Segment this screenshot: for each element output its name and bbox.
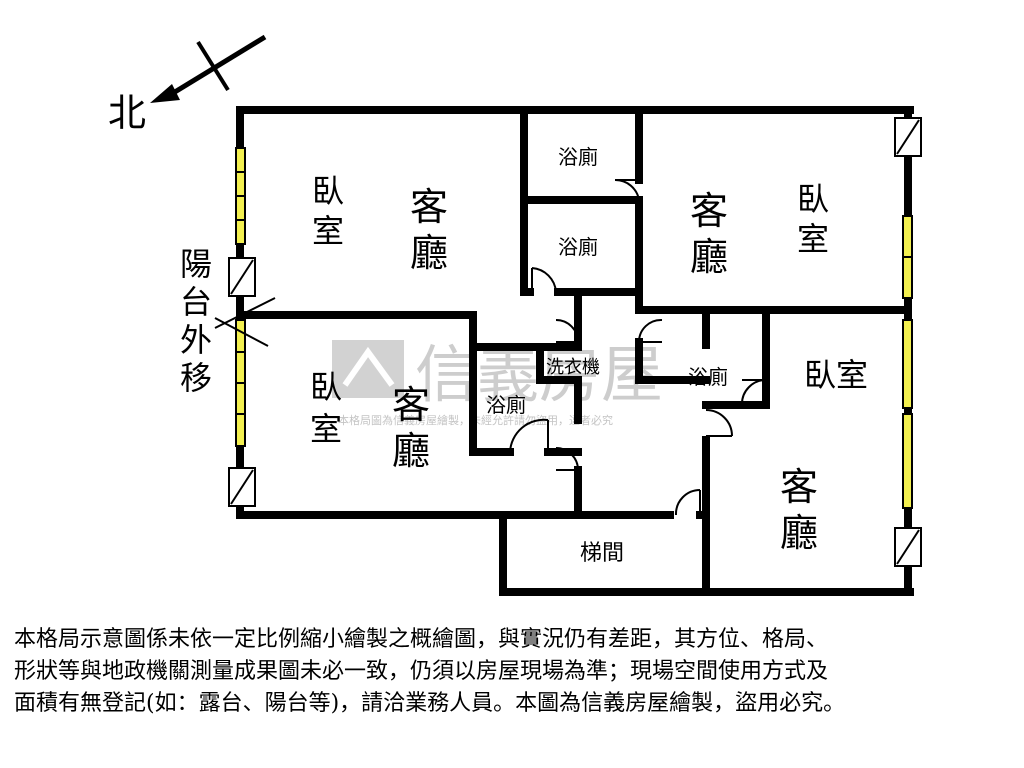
room-top-left-bedroom-1: 臥 xyxy=(312,172,344,210)
disclaimer-line: 形狀等與地政機關測量成果圖未必一致，仍須以房屋現場為準；現場空間使用方式及 xyxy=(14,659,829,684)
room-bath-right-small: 浴廁 xyxy=(688,365,728,389)
room-bottom-left-living-1: 客 xyxy=(392,383,430,427)
room-bottom-left-bedroom-2: 室 xyxy=(310,410,342,448)
balcony-marker xyxy=(214,297,276,347)
room-bottom-left-living-2: 廳 xyxy=(392,429,430,473)
balcony-note-1: 陽 xyxy=(180,245,212,283)
room-stairwell: 梯間 xyxy=(580,541,624,566)
room-top-right-living-1: 客 xyxy=(690,189,728,233)
room-bath-top: 浴廁 xyxy=(558,145,598,169)
disclaimer: 本格局示意圖係未依一定比例縮小繪製之概繪圖，與實況仍有差距，其方位、格局、 形狀… xyxy=(14,624,1014,720)
disclaimer-line: 本格局示意圖係未依一定比例縮小繪製之概繪圖，與實況仍有差距，其方位、格局、 xyxy=(14,627,829,652)
north-arrow xyxy=(150,34,267,103)
room-bottom-right-living-1: 客 xyxy=(780,465,818,509)
room-laundry: 洗衣機 xyxy=(546,357,600,378)
room-bath-left-small: 浴廁 xyxy=(486,393,526,417)
windows xyxy=(235,147,913,509)
room-bath-mid: 浴廁 xyxy=(558,235,598,259)
north-label: 北 xyxy=(108,91,146,135)
room-bottom-left-bedroom-1: 臥 xyxy=(310,368,342,406)
disclaimer-line: 面積有無登記(如：露台、陽台等)，請洽業務人員。本圖為信義房屋繪製，盜用必究。 xyxy=(14,691,846,716)
room-top-left-living-1: 客 xyxy=(410,185,448,229)
balcony-note-3: 外 xyxy=(180,321,212,359)
room-top-left-bedroom-2: 室 xyxy=(312,212,344,250)
room-top-left-living-2: 廳 xyxy=(410,231,448,275)
walls xyxy=(236,106,914,596)
balcony-note-4: 移 xyxy=(180,359,212,397)
room-bottom-right-living-2: 廳 xyxy=(780,511,818,555)
balcony-note-2: 台 xyxy=(180,283,212,321)
room-top-right-bedroom-1: 臥 xyxy=(797,180,829,218)
room-top-right-living-2: 廳 xyxy=(690,235,728,279)
glass-doors xyxy=(228,117,922,567)
room-bottom-right-bedroom: 臥室 xyxy=(804,356,868,394)
room-labels: 臥 室 客 廳 浴廁 浴廁 客 廳 臥 室 臥 室 客 廳 浴廁 洗衣機 浴廁 … xyxy=(180,145,868,566)
floor-plan: 北 信義房屋 本格局圖為信義房屋繪製，未經允許請勿盜用，違者必究 xyxy=(108,34,922,596)
room-top-right-bedroom-2: 室 xyxy=(797,220,829,258)
door-swings xyxy=(509,178,767,516)
